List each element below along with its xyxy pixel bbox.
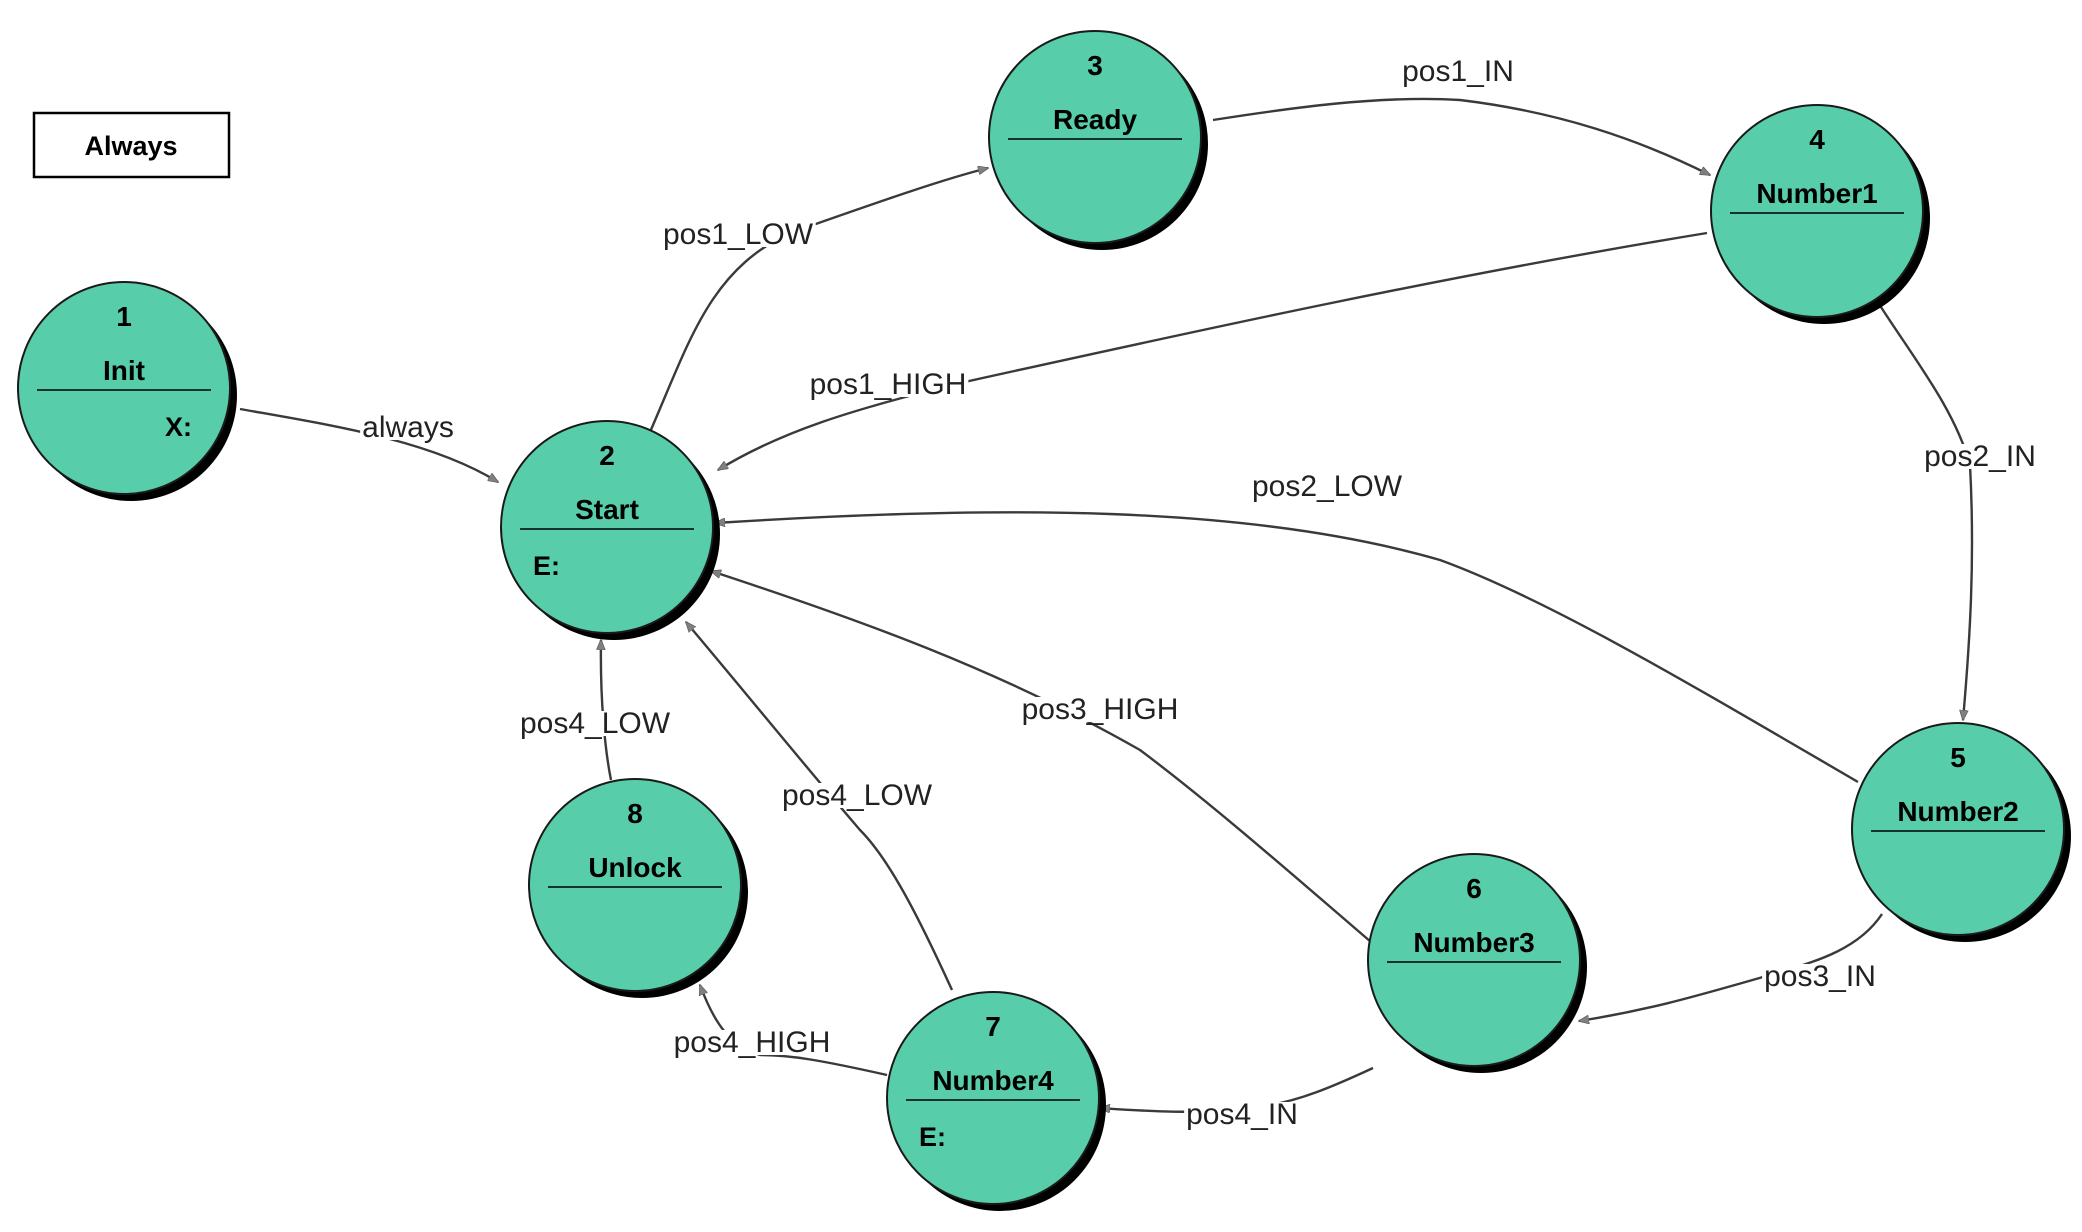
transition-label-6-7[interactable]: pos4_IN: [1186, 1098, 1298, 1131]
transition-label-backing: [1400, 59, 1516, 84]
transition-arrow-5-2[interactable]: [715, 511, 1859, 784]
transition-labels-layer: always pos1_LOW pos1_IN pos1_HIGH pos2_INpos…: [360, 55, 2038, 1131]
state-name: Number1: [1756, 178, 1877, 209]
transition-label-backing: [1249, 474, 1405, 499]
state-name: Number3: [1413, 927, 1534, 958]
transition-label-backing: [779, 783, 935, 808]
transition-label-5-2[interactable]: pos2_LOW: [1252, 470, 1403, 503]
state-exit-action: X:: [165, 412, 192, 442]
transition-label-1-2[interactable]: always: [362, 411, 454, 444]
transitions-layer: [239, 97, 1974, 1112]
state-name: Number4: [932, 1065, 1054, 1096]
state-circle[interactable]: [17, 281, 231, 495]
transition-label-5-6[interactable]: pos3_IN: [1764, 960, 1876, 993]
state-number: 6: [1466, 873, 1482, 904]
state-name: Start: [575, 494, 639, 525]
transition-arrow-4-5[interactable]: [1877, 303, 1974, 720]
state-circle[interactable]: [886, 991, 1100, 1205]
state-number: 3: [1087, 50, 1103, 81]
transition-label-backing: [671, 1030, 833, 1055]
state-entry-action: E:: [533, 551, 560, 581]
transition-label-backing: [1922, 444, 2038, 469]
always-box[interactable]: Always: [32, 111, 231, 179]
state-circle[interactable]: [988, 30, 1202, 244]
transition-label-backing: [1019, 697, 1181, 722]
transition-label-3-4[interactable]: pos1_IN: [1402, 55, 1514, 88]
always-box-label: Always: [84, 131, 177, 161]
state-number: 7: [985, 1011, 1001, 1042]
state-number: 4: [1809, 124, 1825, 155]
state-circle[interactable]: [1710, 104, 1924, 318]
transition-arrow-6-2[interactable]: [711, 571, 1393, 961]
transition-label-backing: [1762, 964, 1878, 989]
state-number: 1: [116, 301, 132, 332]
state-name: Ready: [1053, 104, 1137, 135]
state-circle[interactable]: [1851, 722, 2065, 936]
transition-arrow-4-2[interactable]: [718, 231, 1708, 472]
transition-arrow-3-4[interactable]: [1212, 97, 1710, 177]
transition-label-backing: [1184, 1102, 1300, 1127]
transition-arrow-7-2[interactable]: [686, 622, 954, 991]
state-entry-action: E:: [919, 1122, 946, 1152]
state-number: 8: [627, 798, 643, 829]
states-layer: 1InitX:2StartE:3Ready4Number15Number26Nu…: [17, 30, 2071, 1211]
state-circle[interactable]: [528, 778, 742, 992]
state-number: 5: [1950, 742, 1966, 773]
transition-label-2-3[interactable]: pos1_LOW: [663, 218, 814, 251]
state-name: Unlock: [588, 852, 682, 883]
transition-label-7-2[interactable]: pos4_LOW: [782, 779, 933, 812]
transition-label-6-2[interactable]: pos3_HIGH: [1022, 693, 1179, 726]
state-name: Number2: [1897, 796, 2018, 827]
state-number: 2: [599, 440, 615, 471]
transition-label-backing: [660, 222, 816, 247]
transition-label-4-2[interactable]: pos1_HIGH: [810, 368, 967, 401]
transition-label-7-8[interactable]: pos4_HIGH: [674, 1026, 831, 1059]
transition-label-8-2[interactable]: pos4_LOW: [520, 707, 671, 740]
transition-label-backing: [517, 711, 673, 736]
transition-label-4-5[interactable]: pos2_IN: [1924, 440, 2036, 473]
state-circle[interactable]: [500, 420, 714, 634]
transition-label-backing: [807, 372, 969, 397]
state-circle[interactable]: [1367, 853, 1581, 1067]
transition-label-backing: [360, 415, 456, 440]
state-name: Init: [103, 355, 145, 386]
